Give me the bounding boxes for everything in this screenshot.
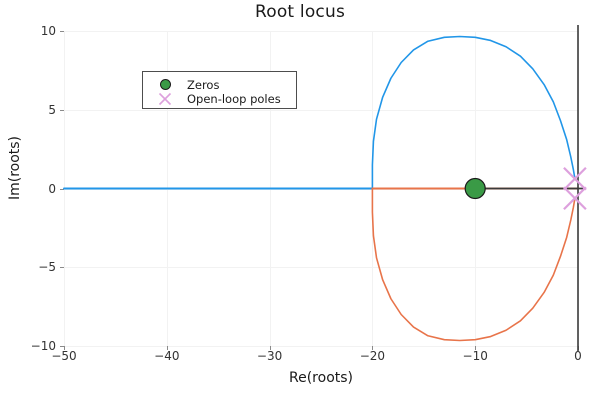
locus-branch-upper-arc (371, 35, 576, 190)
x-tick-label: −50 (51, 349, 77, 363)
y-tick-label: 5 (48, 102, 56, 117)
x-tickmark (64, 346, 65, 350)
pole-marker-x-icon (143, 91, 187, 107)
gridline-horizontal (64, 267, 578, 269)
y-tickmark (60, 346, 64, 347)
zeros-marker-icon (143, 79, 187, 90)
y-axis-label: Im(roots) (7, 135, 23, 201)
y-tickmark (60, 109, 64, 111)
x-tickmark (166, 346, 168, 350)
y-tick-label: −10 (30, 339, 56, 353)
x-tickmark (372, 346, 374, 350)
gridline-horizontal (64, 109, 578, 111)
x-tickmark (475, 346, 477, 350)
y-tickmark (60, 267, 64, 269)
x-tickmark (269, 346, 271, 350)
y-tickmark (60, 31, 64, 32)
y-tick-label: 0 (48, 181, 56, 196)
gridline-horizontal (64, 346, 578, 347)
legend: Zeros Open-loop poles (142, 71, 297, 109)
y-tick-label: 10 (40, 24, 56, 38)
chart-title: Root locus (254, 2, 346, 22)
gridline-horizontal (64, 31, 578, 32)
x-tick-label: −40 (154, 349, 180, 363)
locus-branch-lower-arc (371, 187, 576, 342)
x-axis-label: Re(roots) (289, 370, 353, 386)
y-tickmark (60, 188, 64, 190)
open-loop-pole-marker (563, 166, 587, 191)
legend-label-zeros: Zeros (187, 77, 220, 92)
locus-curves (63, 25, 587, 352)
legend-item-zeros: Zeros (143, 77, 298, 92)
zero-marker (464, 177, 486, 200)
legend-item-open-loop-poles: Open-loop poles (143, 91, 298, 106)
y-tick-label: −5 (38, 260, 56, 275)
x-tick-label: −20 (359, 349, 386, 363)
x-tick-label: −10 (462, 349, 488, 363)
open-loop-pole-marker (563, 186, 587, 211)
x-tick-label: 0 (574, 349, 582, 363)
legend-label-open-loop-poles: Open-loop poles (187, 91, 281, 106)
x-tick-label: −30 (256, 349, 283, 363)
